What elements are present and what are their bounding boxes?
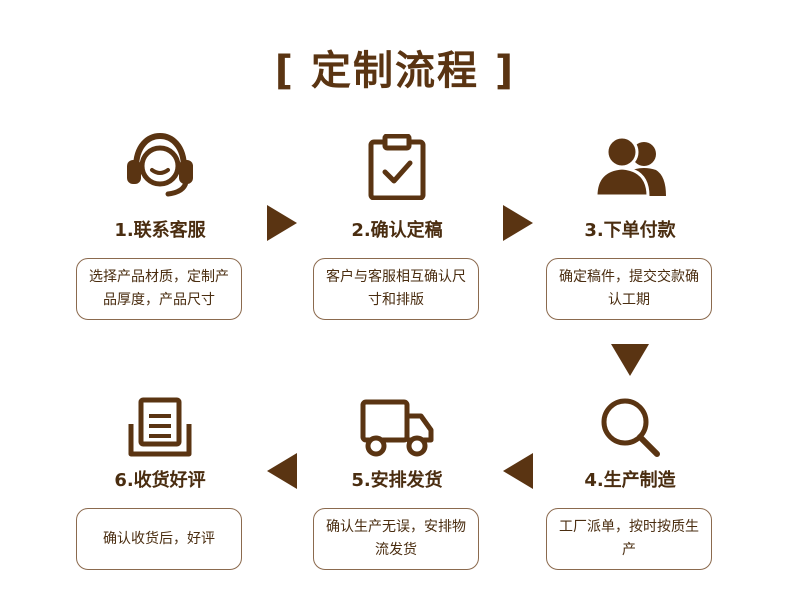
- arrow-down-icon: [611, 344, 649, 380]
- users-icon: [592, 135, 668, 202]
- step-receive-review: 6.收货好评 确认收货后，好评: [76, 394, 244, 574]
- arrow-left-icon: [503, 453, 533, 493]
- step-contact-service: 1.联系客服 选择产品材质，定制产品厚度，产品尺寸: [76, 130, 244, 325]
- step-production: 4.生产制造 工厂派单，按时按质生产: [546, 394, 714, 574]
- step-description: 客户与客服相互确认尺寸和排版: [313, 258, 479, 320]
- arrow-right-icon: [267, 205, 297, 245]
- step-label: 5.安排发货: [351, 470, 443, 491]
- step-shipping: 5.安排发货 确认生产无误，安排物流发货: [313, 394, 481, 574]
- step-label: 2.确认定稿: [351, 220, 443, 241]
- step-description: 工厂派单，按时按质生产: [546, 508, 712, 570]
- step-place-order: 3.下单付款 确定稿件，提交交款确认工期: [546, 130, 714, 325]
- step-description: 选择产品材质，定制产品厚度，产品尺寸: [76, 258, 242, 320]
- step-label: 1.联系客服: [114, 220, 206, 241]
- arrow-left-icon: [267, 453, 297, 493]
- clipboard-check-icon: [367, 133, 427, 204]
- arrow-right-icon: [503, 205, 533, 245]
- step-description: 确认收货后，好评: [76, 508, 242, 570]
- step-confirm-draft: 2.确认定稿 客户与客服相互确认尺寸和排版: [313, 130, 481, 325]
- document-tray-icon: [127, 396, 193, 462]
- page-title: [ 定制流程 ]: [274, 48, 516, 94]
- step-description: 确定稿件，提交交款确认工期: [546, 258, 712, 320]
- headset-icon: [122, 130, 198, 204]
- step-label: 4.生产制造: [584, 470, 676, 491]
- magnifier-icon: [597, 394, 663, 464]
- step-label: 3.下单付款: [584, 220, 676, 241]
- step-description: 确认生产无误，安排物流发货: [313, 508, 479, 570]
- step-label: 6.收货好评: [114, 470, 206, 491]
- truck-icon: [359, 398, 435, 462]
